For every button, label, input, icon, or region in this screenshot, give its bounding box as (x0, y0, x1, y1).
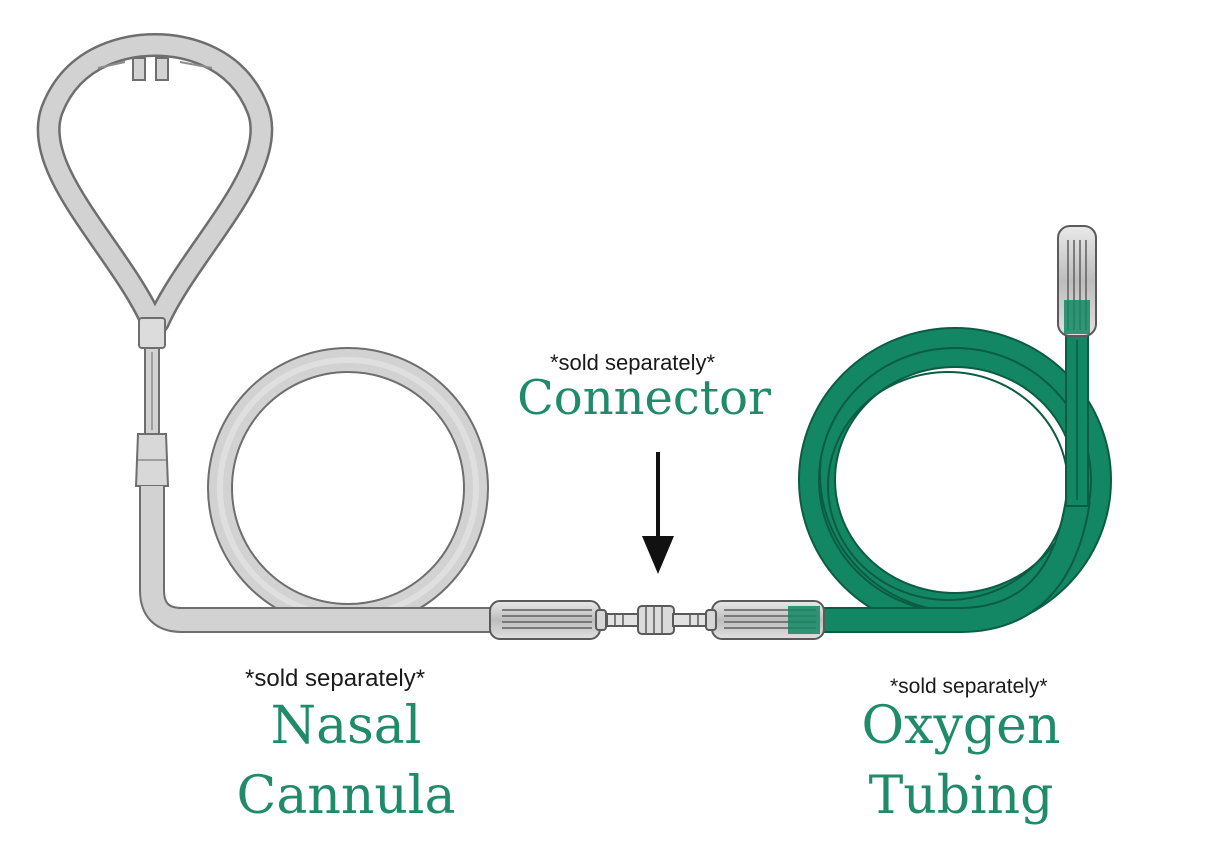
tubing-title-line2: Tubing (868, 766, 1054, 826)
tubing-title-line1: Oxygen (861, 696, 1061, 756)
cannula-end-fitting (489, 600, 601, 640)
nasal-cannula-icon (36, 32, 607, 640)
connector-icon (606, 605, 708, 635)
cannula-slide (138, 317, 166, 349)
cannula-note: *sold separately* (245, 665, 426, 692)
down-arrow-icon (642, 452, 674, 574)
cannula-head-loop (36, 32, 274, 334)
cannula-title-line2: Cannula (236, 766, 456, 826)
cannula-title-line1: Nasal (270, 696, 422, 756)
connector-title: Connector (517, 370, 771, 426)
tubing-note: *sold separately* (890, 675, 1048, 698)
oxygen-tubing-icon (705, 225, 1112, 640)
connector-note: *sold separately* (550, 350, 716, 375)
